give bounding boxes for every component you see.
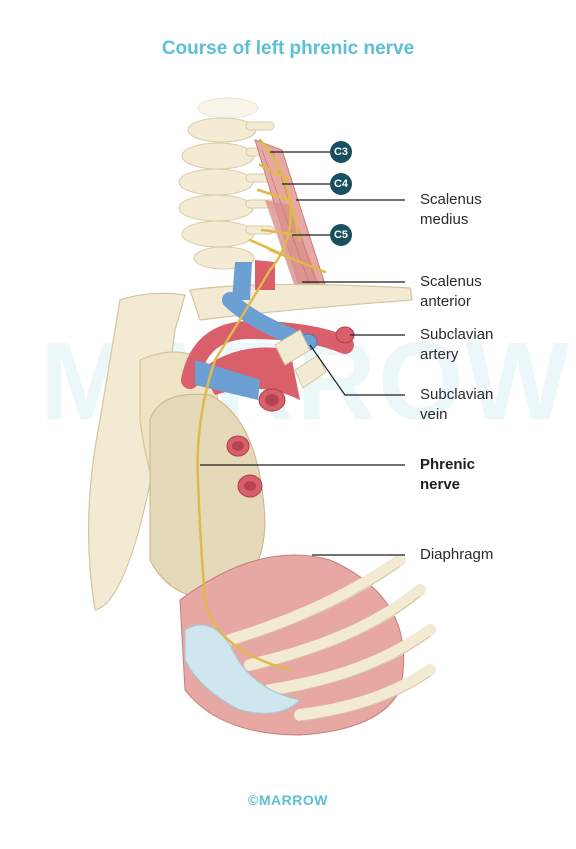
arteries (181, 260, 355, 498)
leader-lines (200, 151, 405, 556)
label-phrenic-nerve-line1: Phrenic (420, 456, 476, 473)
label-scalenus-anterior-line1: Scalenus (420, 273, 482, 290)
label-scalenus-medius-line1: Scalenus (420, 191, 482, 208)
label-subclavian-vein-line1: Subclavian (420, 386, 494, 403)
label-scalenus-anterior-line2: anterior (420, 293, 471, 310)
label-phrenic-nerve-line2: nerve (420, 476, 461, 493)
ribs (224, 554, 436, 721)
label-phrenic-nerve: Phrenic nerve (420, 455, 475, 495)
spinal-level-c4-badge: C4 (330, 173, 352, 195)
cervical-vertebrae (178, 97, 277, 270)
label-subclavian-vein-line2: vein (420, 406, 448, 423)
label-subclavian-artery: Subclavian artery (420, 325, 493, 365)
label-diaphragm: Diaphragm (420, 546, 494, 563)
label-subclavian-artery-line1: Subclavian (420, 326, 494, 343)
label-subclavian-vein: Subclavian vein (420, 385, 493, 425)
copyright-text: ©MARROW (248, 792, 328, 808)
page-title: Course of left phrenic nerve (161, 38, 415, 59)
label-scalenus-anterior: Scalenus anterior (420, 272, 482, 312)
label-scalenus-medius-line2: medius (420, 211, 469, 228)
label-scalenus-medius: Scalenus medius (420, 190, 482, 230)
label-subclavian-artery-line2: artery (420, 346, 459, 363)
phrenic-nerve (196, 138, 327, 672)
bone-stubs (274, 329, 327, 389)
spinal-level-c3-badge: C3 (330, 141, 352, 163)
spinal-level-c5-badge: C5 (330, 224, 352, 246)
